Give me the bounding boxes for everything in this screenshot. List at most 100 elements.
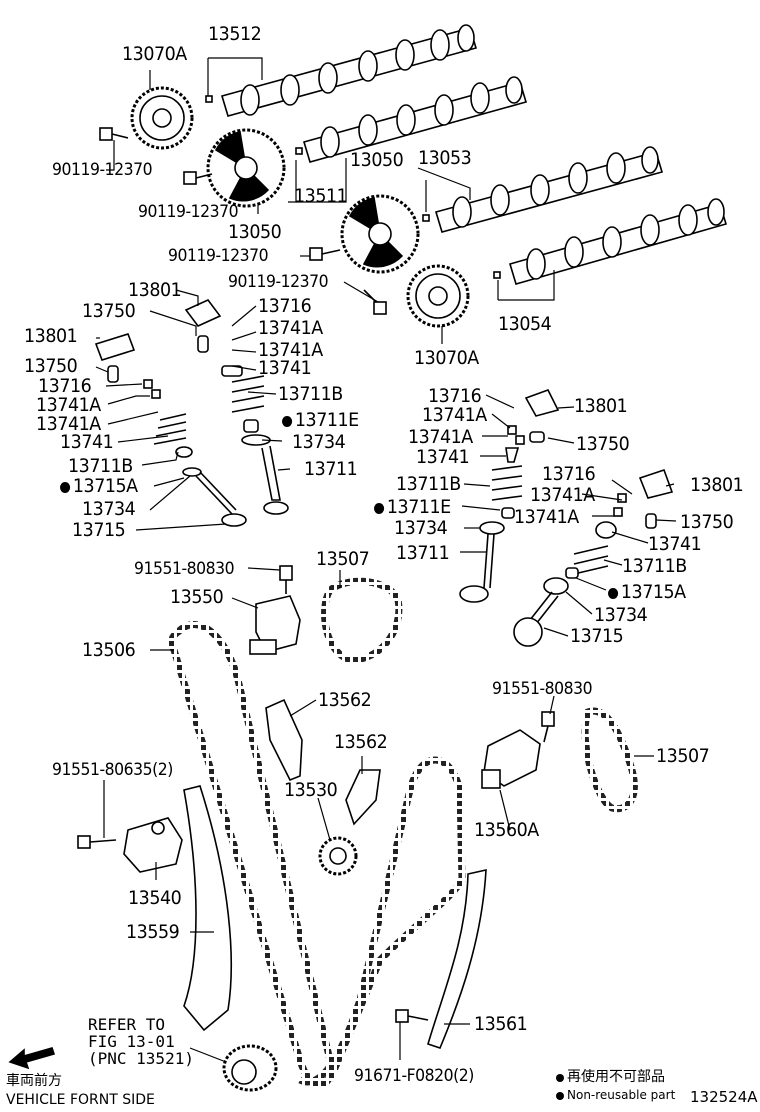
non-reusable-dot-icon [282, 416, 293, 427]
label-13801-a: 13801 [128, 279, 182, 301]
label-91551-80830-b: 91551-80830 [492, 679, 593, 699]
label-13716-left: 13716 [38, 375, 92, 397]
label-13711B-right-a: 13711B [396, 473, 461, 495]
label-13734-left: 13734 [82, 498, 136, 520]
label-13750-b: 13750 [24, 355, 78, 377]
label-13715-right: 13715 [570, 625, 624, 647]
label-13716-right-a: 13716 [428, 385, 482, 407]
non-reusable-dot-icon [608, 588, 619, 599]
label-13801-right-b: 13801 [690, 474, 744, 496]
refer-note-line2: FIG 13-01 [88, 1032, 175, 1051]
label-13801-b: 13801 [24, 325, 78, 347]
label-13711E-center: 13711E [282, 410, 359, 430]
vvt-gear-13070A-bottom [406, 264, 470, 328]
timing-chain-13506 [168, 621, 335, 1088]
label-90119-12370-d: 90119-12370 [228, 272, 329, 292]
label-13711E-right: 13711E [374, 497, 451, 517]
tensioner-13540 [123, 817, 183, 873]
timing-chain-secondary [298, 756, 466, 1086]
label-13562-lower: 13562 [334, 731, 388, 753]
label-13050-b: 13050 [350, 149, 404, 171]
guide-13562-upper [265, 698, 303, 782]
label-13711B-left: 13711B [68, 455, 133, 477]
non-reusable-dot-icon [374, 503, 385, 514]
label-90119-12370-c: 90119-12370 [168, 246, 269, 266]
label-13559: 13559 [126, 921, 180, 943]
non-reusable-dot-icon [556, 1092, 564, 1100]
label-13741-right-b: 13741 [648, 533, 702, 555]
label-13716-center: 13716 [258, 295, 312, 317]
label-13741-center: 13741 [258, 357, 312, 379]
label-13750-right-a: 13750 [576, 433, 630, 455]
label-13741-left: 13741 [60, 431, 114, 453]
label-13716-right-b: 13716 [542, 463, 596, 485]
bolt-icon [77, 127, 555, 1023]
label-13741A-center-a: 13741A [258, 317, 323, 339]
vehicle-front-arrow-icon [8, 1047, 56, 1070]
valve-train-right [459, 389, 674, 647]
label-13070A-bottom: 13070A [414, 347, 479, 369]
vvt-gear-13070A-top [130, 86, 194, 150]
label-13734-center: 13734 [292, 431, 346, 453]
label-13715-left: 13715 [72, 519, 126, 541]
label-13070A-top: 13070A [122, 43, 187, 65]
label-91551-80635: 91551-80635(2) [52, 760, 173, 780]
label-13711B-right-b: 13711B [622, 555, 687, 577]
legend-jp-text: 再使用不可部品 [567, 1069, 665, 1085]
label-13734-right-b: 13734 [594, 604, 648, 626]
label-13750-right-b: 13750 [680, 511, 734, 533]
refer-note-line1: REFER TO [88, 1015, 166, 1034]
guide-13562-lower [345, 769, 381, 826]
sprocket-13050-lower [340, 194, 420, 274]
crank-sprocket [222, 1044, 278, 1092]
label-13741A-center-b: 13741A [258, 339, 323, 361]
label-13711-center: 13711 [304, 458, 358, 480]
label-13512: 13512 [208, 23, 262, 45]
guide-13561 [427, 868, 487, 1049]
label-13715A-right: 13715A [608, 582, 686, 602]
label-13741A-right-b: 13741A [408, 426, 473, 448]
figure-code: 132524A [690, 1088, 758, 1106]
label-13507-left: 13507 [316, 548, 370, 570]
guide-13559 [183, 785, 233, 1032]
chain-13507-right [581, 707, 638, 813]
label-13711E-text: 13711E [294, 409, 359, 431]
vehicle-front-en: VEHICLE FORNT SIDE [6, 1092, 155, 1108]
camshaft-1 [205, 24, 478, 117]
non-reusable-dot-icon [60, 482, 71, 493]
label-13530: 13530 [284, 779, 338, 801]
label-13715A-left: 13715A [60, 476, 138, 496]
label-13801-right-a: 13801 [574, 395, 628, 417]
label-91671-F0820: 91671-F0820(2) [354, 1066, 474, 1086]
label-13540: 13540 [128, 887, 182, 909]
non-reusable-dot-icon [556, 1074, 564, 1082]
label-13741A-right-a: 13741A [422, 404, 487, 426]
label-13734-right-a: 13734 [394, 517, 448, 539]
label-13741A-right-d: 13741A [514, 506, 579, 528]
label-13715A-text: 13715A [72, 475, 138, 497]
label-13741-right-a: 13741 [416, 446, 470, 468]
label-13715A-right-text: 13715A [620, 581, 686, 603]
label-13750-a: 13750 [82, 300, 136, 322]
camshaft-4 [493, 198, 727, 285]
label-91551-80830-a: 91551-80830 [134, 559, 235, 579]
label-13053: 13053 [418, 147, 472, 169]
label-13506: 13506 [82, 639, 136, 661]
tensioner-13550 [249, 595, 301, 655]
label-13741A-left-b: 13741A [36, 413, 101, 435]
label-13511: 13511 [294, 185, 348, 207]
label-13560A: 13560A [474, 819, 539, 841]
camshaft-2 [295, 76, 528, 163]
label-13711-right: 13711 [396, 542, 450, 564]
refer-note-line3: (PNC 13521) [88, 1049, 194, 1068]
vehicle-front-jp: 車両前方 [6, 1073, 62, 1089]
legend-en: Non-reusable part [556, 1088, 675, 1103]
tensioner-13560A [481, 729, 541, 789]
legend-jp: 再使用不可部品 [556, 1070, 665, 1085]
label-13562-upper: 13562 [318, 689, 372, 711]
label-13050-a: 13050 [228, 221, 282, 243]
valve-train-left [94, 299, 289, 527]
label-13507-right: 13507 [656, 745, 710, 767]
label-13711B-center: 13711B [278, 383, 343, 405]
